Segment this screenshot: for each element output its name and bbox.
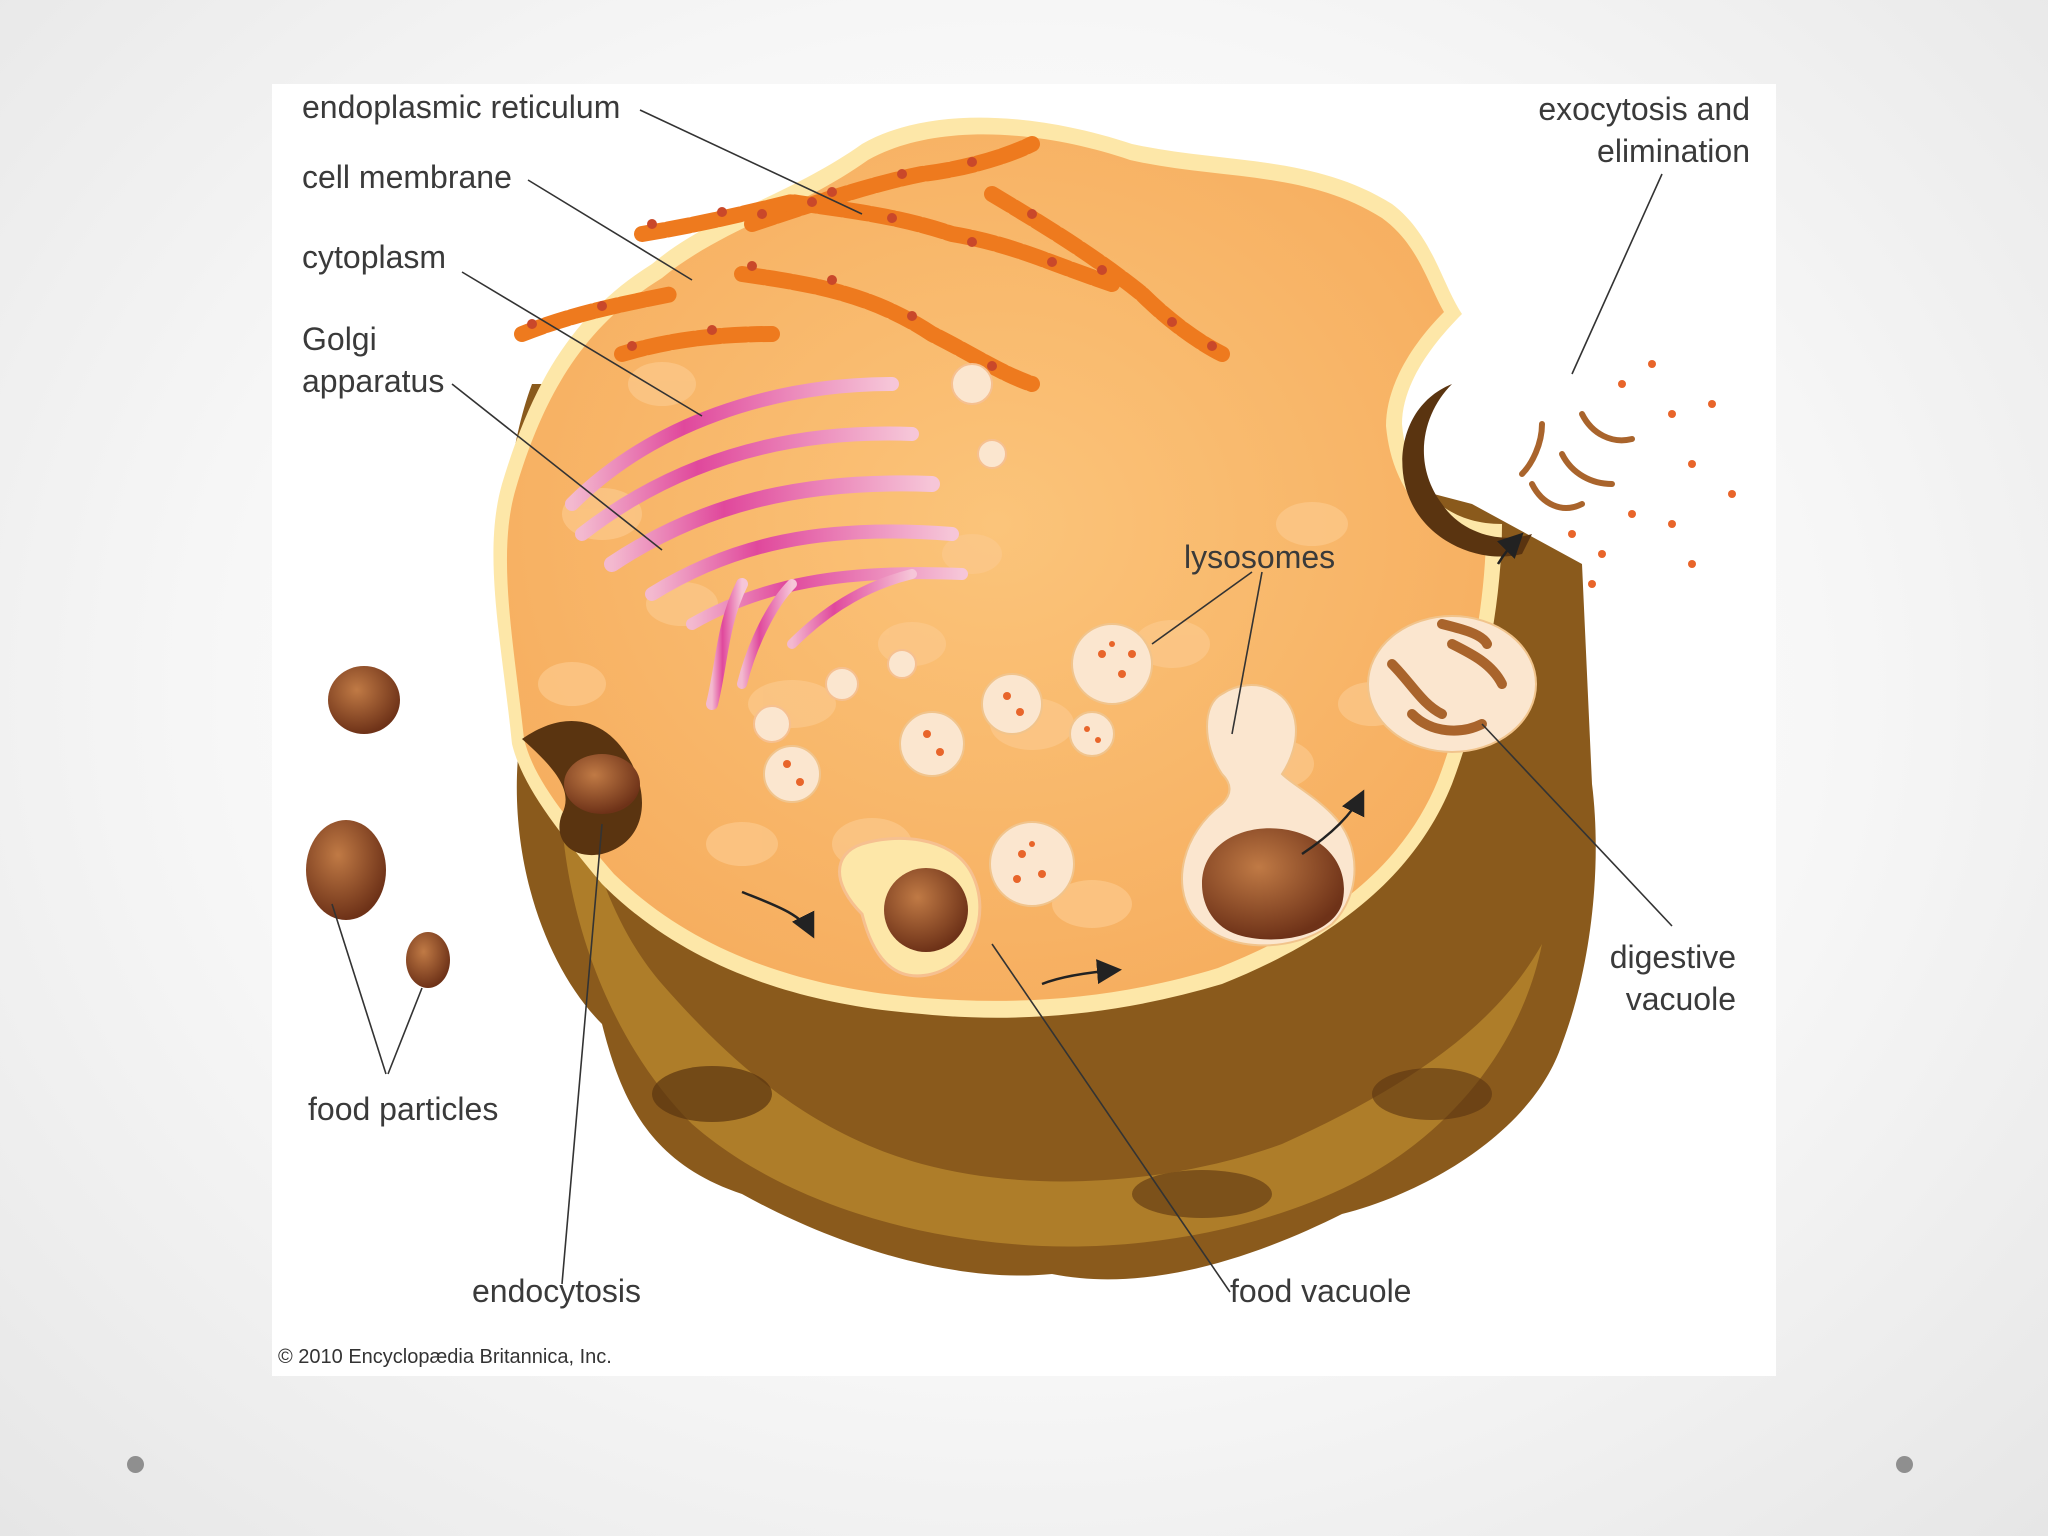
exocytosis-particles [1568, 360, 1736, 588]
label-endocytosis: endocytosis [472, 1273, 641, 1309]
food-particle [328, 666, 400, 734]
label-golgi-line2: apparatus [302, 363, 445, 399]
label-food-particles: food particles [308, 1091, 499, 1127]
endoplasmic-reticulum-ribosomes [527, 157, 1217, 371]
shell-shadow-spot [1372, 1068, 1492, 1120]
digestive-vacuole-debris [1387, 619, 1507, 736]
label-food-vacuole: food vacuole [1230, 1273, 1412, 1309]
label-lysosomes: lysosomes [1184, 539, 1336, 575]
exocytosis-debris [1519, 411, 1635, 511]
exocytosis-opening [1402, 384, 1532, 557]
food-particle-engulfed [564, 754, 640, 814]
copyright-credit: © 2010 Encyclopædia Britannica, Inc. [278, 1346, 612, 1368]
golgi-vesicles [753, 363, 1007, 743]
label-digestive-line2: vacuole [1625, 981, 1736, 1017]
fusing-vacuole-food [1202, 828, 1344, 940]
cell-diagram [306, 109, 1736, 1293]
label-endoplasmic-reticulum: endoplasmic reticulum [302, 89, 621, 125]
label-digestive-line1: digestive [1609, 939, 1736, 975]
process-arrows [741, 532, 1524, 986]
food-particle [406, 932, 450, 988]
slide-bullet-dot [1896, 1456, 1913, 1473]
golgi-apparatus [565, 377, 968, 710]
slide-bullet-dot [127, 1456, 144, 1473]
label-exocytosis-line2: elimination [1597, 133, 1750, 169]
label-cell-membrane: cell membrane [302, 159, 512, 195]
label-cytoplasm: cytoplasm [302, 239, 447, 275]
food-vacuole-particle [884, 868, 968, 952]
label-exocytosis-line1: exocytosis and [1538, 91, 1750, 127]
shell-shadow-spot [1132, 1170, 1272, 1218]
label-golgi-line1: Golgi [302, 321, 377, 357]
food-particle [306, 820, 386, 920]
diagram-panel: endoplasmic reticulum cell membrane cyto… [272, 84, 1776, 1376]
shell-shadow-spot [652, 1066, 772, 1122]
lysosomes [763, 623, 1153, 907]
leader-lines [331, 109, 1673, 1293]
lysosome-enzymes [783, 641, 1136, 883]
